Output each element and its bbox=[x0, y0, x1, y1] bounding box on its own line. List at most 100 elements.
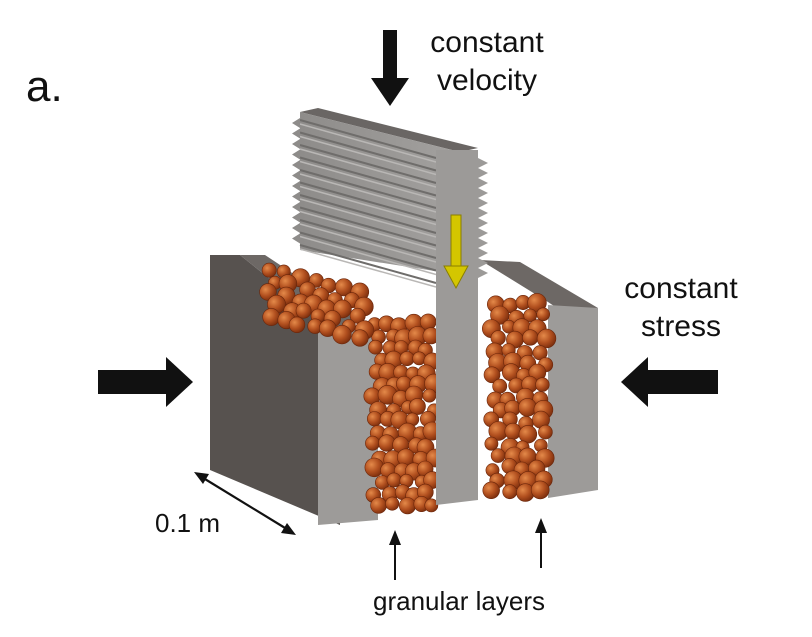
grain bbox=[365, 435, 380, 451]
plate-tooth-left bbox=[292, 212, 300, 223]
ridge-highlight bbox=[299, 248, 437, 288]
grain bbox=[518, 425, 538, 444]
grain bbox=[490, 448, 506, 463]
constant-velocity-label: constant velocity bbox=[412, 24, 562, 100]
ridge-line bbox=[299, 181, 437, 222]
ridge-highlight bbox=[299, 198, 437, 238]
plate-tooth-left bbox=[292, 233, 300, 244]
ridge-line bbox=[299, 119, 437, 159]
grain bbox=[538, 424, 553, 440]
force-arrow-left bbox=[621, 357, 718, 407]
right-block-top-face bbox=[480, 260, 598, 310]
grain bbox=[522, 329, 539, 346]
plate-tooth-right bbox=[478, 178, 488, 188]
shear-plate-ridges bbox=[299, 119, 437, 288]
plate-tooth-right bbox=[478, 188, 488, 198]
grain bbox=[368, 339, 383, 355]
ridge-line bbox=[299, 144, 437, 184]
grain bbox=[262, 308, 281, 326]
plate-tooth-right bbox=[478, 248, 488, 258]
granular-layer-top bbox=[259, 262, 375, 347]
grain bbox=[398, 497, 416, 515]
plate-tooth-left bbox=[292, 170, 300, 181]
grain bbox=[367, 411, 383, 427]
constant-velocity-line2: velocity bbox=[436, 64, 538, 97]
grain bbox=[504, 422, 522, 440]
ridge-line bbox=[299, 156, 437, 197]
ridge-highlight bbox=[299, 135, 437, 176]
ridge-highlight bbox=[299, 160, 437, 201]
grain bbox=[482, 481, 500, 499]
grain bbox=[535, 377, 550, 392]
plate-tooth-right bbox=[478, 258, 488, 268]
plate-tooth-left bbox=[292, 181, 300, 191]
plate-tooth-left bbox=[292, 191, 300, 202]
grain bbox=[332, 325, 352, 345]
pointer-arrow-up-left bbox=[389, 530, 401, 580]
plate-tooth-left bbox=[292, 128, 300, 139]
grain bbox=[261, 262, 277, 278]
grain bbox=[536, 307, 551, 322]
plate-tooth-right bbox=[478, 218, 488, 228]
ridge-line bbox=[299, 244, 437, 284]
grain bbox=[530, 480, 550, 500]
plate-tooth-right bbox=[478, 158, 488, 168]
grain bbox=[492, 378, 508, 394]
ridge-highlight bbox=[299, 148, 437, 188]
ridge-line bbox=[299, 231, 437, 272]
ridge-highlight bbox=[299, 185, 437, 226]
ridge-line bbox=[299, 194, 437, 234]
plate-tooth-right bbox=[478, 228, 488, 238]
grain bbox=[399, 351, 415, 367]
grain bbox=[288, 316, 306, 333]
plate-tooth-right bbox=[478, 198, 488, 208]
ridge-highlight bbox=[299, 123, 437, 163]
ridge-line bbox=[299, 219, 437, 259]
left-block-inner-face bbox=[318, 330, 378, 525]
ridge-highlight bbox=[299, 223, 437, 263]
grain bbox=[502, 484, 518, 500]
grain bbox=[422, 388, 437, 403]
plate-tooth-left bbox=[292, 223, 300, 233]
constant-stress-label: constant stress bbox=[606, 270, 756, 346]
grain bbox=[386, 472, 402, 488]
plate-tooth-left bbox=[292, 160, 300, 170]
plate-tooth-left bbox=[292, 149, 300, 160]
grain bbox=[408, 398, 426, 415]
plate-tooth-left bbox=[292, 118, 300, 128]
force-arrow-right bbox=[98, 357, 193, 407]
shear-arrow-yellow bbox=[443, 214, 469, 290]
ridge-line bbox=[299, 206, 437, 247]
scale-label: 0.1 m bbox=[155, 508, 221, 538]
plate-tooth-right bbox=[478, 238, 488, 248]
grain bbox=[370, 497, 387, 514]
granular-layer-right bbox=[481, 293, 557, 502]
grain bbox=[536, 328, 557, 349]
grain bbox=[385, 496, 400, 511]
right-block-front-face bbox=[548, 305, 598, 498]
plate-tooth-right bbox=[478, 208, 488, 218]
dimension-arrow bbox=[194, 472, 296, 535]
shear-plate-front-face bbox=[436, 150, 478, 505]
grain bbox=[419, 313, 437, 331]
ridge-highlight bbox=[299, 173, 437, 213]
plate-tooth-right bbox=[478, 268, 488, 278]
plate-tooth-left bbox=[292, 139, 300, 149]
grain bbox=[483, 366, 501, 384]
shear-plate-teeth bbox=[292, 118, 488, 278]
granular-layer-left bbox=[363, 313, 445, 515]
ridge-highlight bbox=[299, 235, 437, 276]
left-block-side-face bbox=[210, 255, 340, 525]
plate-tooth-right bbox=[478, 168, 488, 178]
constant-stress-line1: constant bbox=[624, 272, 738, 305]
pointer-arrow-up-right bbox=[535, 518, 547, 568]
panel-label: a. bbox=[26, 62, 63, 111]
grain bbox=[351, 329, 369, 347]
grain bbox=[424, 498, 439, 513]
shear-plate-top-edge bbox=[300, 108, 478, 152]
plate-tooth-left bbox=[292, 202, 300, 212]
constant-velocity-line1: constant bbox=[430, 26, 544, 59]
grain bbox=[484, 436, 499, 451]
